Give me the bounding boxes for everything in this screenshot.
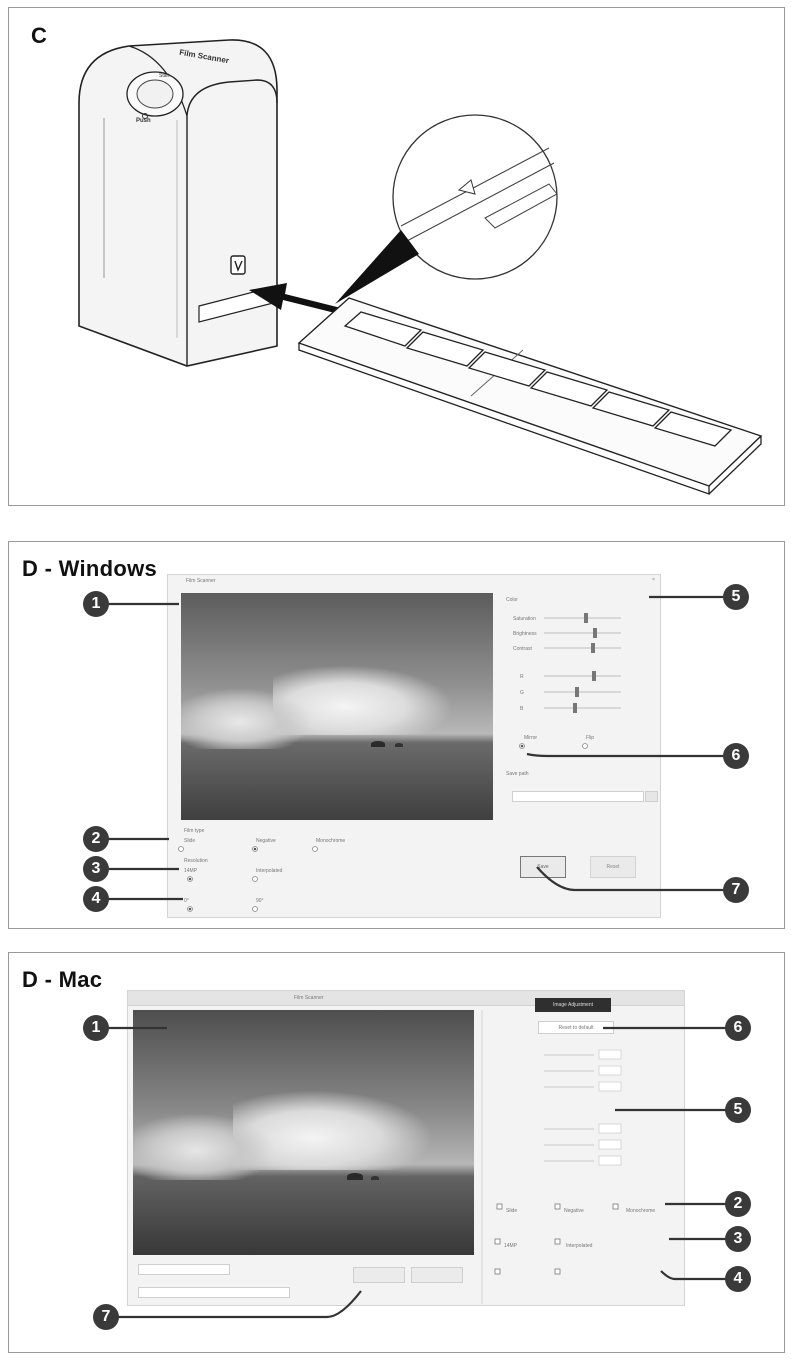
- mac-film-option-negative[interactable]: Negative: [564, 1208, 584, 1214]
- mac-preview-image: [133, 1010, 474, 1255]
- resolution-option-14mp[interactable]: 14MP: [184, 868, 198, 874]
- mac-callout-7: 7: [93, 1304, 119, 1330]
- mac-file-select[interactable]: [138, 1264, 230, 1275]
- windows-window-title: Film Scanner: [186, 578, 216, 584]
- rotate-option-90[interactable]: 90°: [256, 898, 264, 904]
- save-path-label: Save path: [506, 771, 529, 777]
- slider-label-g: G: [520, 690, 524, 696]
- resolution-option-interpolated[interactable]: Interpolated: [256, 868, 283, 874]
- mac-reset-button[interactable]: Reset to default: [538, 1021, 614, 1034]
- windows-callout-4: 4: [83, 886, 109, 912]
- mac-callout-2: 2: [725, 1191, 751, 1217]
- start-button-text: Start: [159, 73, 170, 79]
- slider-label-b: B: [520, 706, 524, 712]
- windows-callout-7: 7: [723, 877, 749, 903]
- mirror-option[interactable]: Mirror: [524, 735, 538, 741]
- windows-callout-6: 6: [723, 743, 749, 769]
- mac-film-option-slide[interactable]: Slide: [506, 1208, 518, 1214]
- film-option-slide[interactable]: Slide: [184, 838, 196, 844]
- mac-save-path-field[interactable]: [138, 1287, 290, 1298]
- panel-c-label: C: [31, 23, 48, 48]
- mac-browse-button[interactable]: [411, 1267, 463, 1283]
- push-button-text: Push: [136, 118, 151, 124]
- mac-capture-button[interactable]: [353, 1267, 405, 1283]
- windows-close-icon[interactable]: ×: [652, 577, 655, 583]
- windows-ui-marks: [107, 595, 725, 912]
- mac-callout-5: 5: [725, 1097, 751, 1123]
- mac-adjustment-tab[interactable]: Image Adjustment: [535, 998, 611, 1012]
- color-section-label: Color: [506, 597, 518, 603]
- windows-callout-2: 2: [83, 826, 109, 852]
- mac-ui-marks: [107, 1010, 727, 1319]
- rotate-option-0[interactable]: 0°: [184, 898, 189, 904]
- film-option-monochrome[interactable]: Monochrome: [316, 838, 346, 844]
- windows-app-window: Film Scanner × Film type Slide Negative …: [167, 574, 661, 918]
- save-path-field[interactable]: [512, 791, 644, 802]
- panel-c: C: [8, 7, 785, 506]
- mac-resolution-interpolated[interactable]: Interpolated: [566, 1243, 593, 1249]
- mac-callout-1: 1: [83, 1015, 109, 1041]
- mac-callout-6: 6: [725, 1015, 751, 1041]
- windows-callout-5: 5: [723, 584, 749, 610]
- windows-reset-button[interactable]: Reset: [590, 856, 636, 878]
- windows-callout-1: 1: [83, 591, 109, 617]
- windows-preview-image: [181, 593, 493, 820]
- slider-label-r: R: [520, 674, 524, 680]
- mac-callout-3: 3: [725, 1226, 751, 1252]
- mac-app-window: Film Scanner Image Adjustment Reset to d…: [127, 990, 685, 1306]
- windows-callout-3: 3: [83, 856, 109, 882]
- mac-callout-4: 4: [725, 1266, 751, 1292]
- panel-mac: D - Mac Film Scanner Image Adjustment Re…: [8, 952, 785, 1353]
- slider-label-saturation: Saturation: [513, 616, 536, 622]
- panel-windows: D - Windows Film Scanner × Film type Sli…: [8, 541, 785, 929]
- windows-save-button[interactable]: Save: [520, 856, 566, 878]
- flip-option[interactable]: Flip: [586, 735, 595, 741]
- film-option-negative[interactable]: Negative: [256, 838, 276, 844]
- slider-label-brightness: Brightness: [513, 631, 537, 637]
- mac-window-title: Film Scanner: [294, 995, 324, 1001]
- slider-label-contrast: Contrast: [513, 646, 532, 652]
- film-scanner-illustration: [78, 39, 763, 495]
- panel-windows-label: D - Windows: [22, 556, 158, 581]
- mac-resolution-14mp[interactable]: 14MP: [504, 1243, 518, 1249]
- film-type-label: Film type: [184, 828, 205, 834]
- panel-mac-label: D - Mac: [22, 967, 103, 992]
- save-path-browse-button[interactable]: [645, 791, 658, 802]
- mac-film-option-monochrome[interactable]: Monochrome: [626, 1208, 656, 1214]
- resolution-label: Resolution: [184, 858, 208, 864]
